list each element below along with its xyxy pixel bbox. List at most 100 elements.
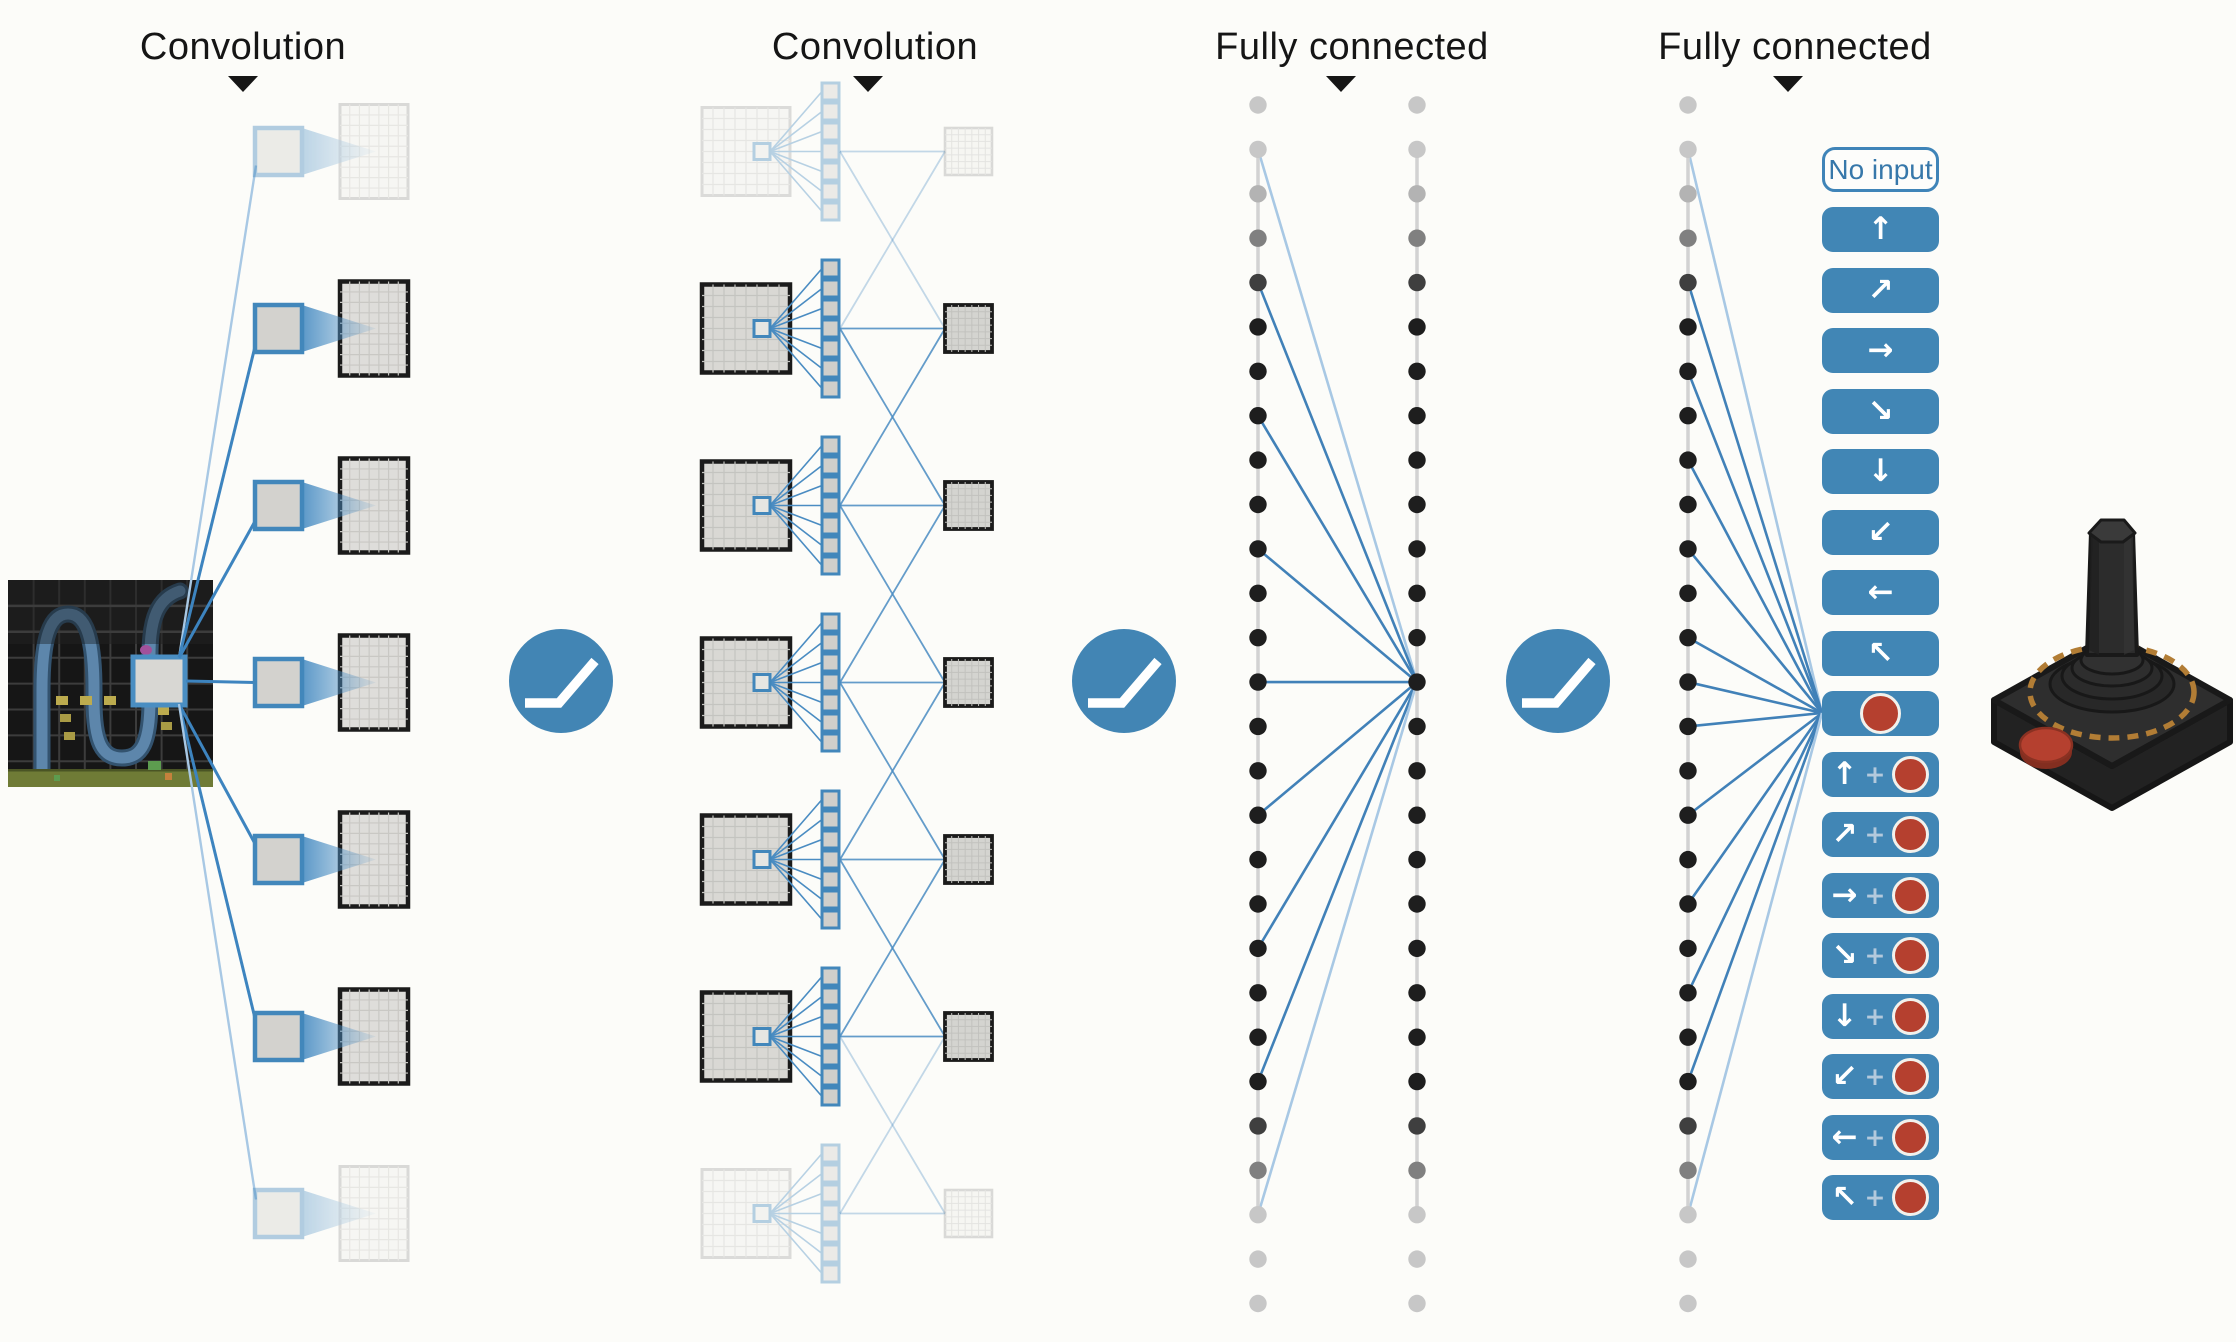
conv2-stack-square (820, 829, 841, 850)
conv2-kernel (752, 1204, 772, 1223)
action-button-down-right[interactable]: ↘ (1822, 389, 1939, 434)
road (36, 585, 186, 784)
action-button-right-fire[interactable]: →+ (1822, 873, 1939, 918)
fc-unit-dot (1249, 96, 1267, 114)
conv2-feature-map-row (699, 258, 841, 399)
conv2-stack-square (820, 809, 841, 830)
conv2-stack-square (820, 986, 841, 1007)
conv2-stack-square (820, 966, 841, 987)
fc-unit-dot (1679, 939, 1697, 958)
conv2-stack-square (820, 358, 841, 379)
conv3-layer (943, 126, 994, 1239)
action-button-up-right[interactable]: ↗ (1822, 268, 1939, 313)
action-button-up-left[interactable]: ↖ (1822, 631, 1939, 676)
action-button-up[interactable]: ↑ (1822, 207, 1939, 252)
action-button-down-left-fire[interactable]: ↙+ (1822, 1054, 1939, 1099)
conv2-stack-square (820, 318, 841, 339)
conv2-stack-square (820, 298, 841, 319)
conv2-stack-square (820, 1203, 841, 1224)
fc-unit-dot (1249, 1250, 1267, 1268)
plus-sign: + (1864, 760, 1886, 789)
fc-unit-dot (1408, 1206, 1426, 1224)
relu-activation-icon (1506, 629, 1610, 733)
action-button-right[interactable]: → (1822, 328, 1939, 373)
fc-unit-dot (1679, 1072, 1697, 1091)
fully-connected-layers (1249, 96, 1824, 1313)
fc-unit-dot (1679, 318, 1697, 336)
fc-unit-dot (1249, 762, 1267, 780)
conv1-kernel (252, 656, 305, 709)
fc-unit-dot (1679, 273, 1697, 292)
fc-unit-dot (1249, 1206, 1267, 1224)
conv2-feature-map-row (700, 1143, 841, 1284)
fire-button-icon (1892, 1058, 1930, 1095)
fc-unit-dot (1249, 717, 1267, 736)
conv2-stack-square (820, 515, 841, 536)
conv1-kernel (252, 302, 305, 355)
conv1-feature-map-row (252, 633, 411, 732)
fc-unit-dot (1249, 273, 1267, 292)
conv2-stack-square (820, 672, 841, 693)
conv2-to-conv3-connections (839, 150, 946, 1215)
fc-unit-dot (1679, 895, 1697, 913)
fire-button-icon (1892, 937, 1930, 974)
action-button-up-right-fire[interactable]: ↗+ (1822, 812, 1939, 857)
conv2-stack-square (820, 535, 841, 556)
triangle-down-icon (1773, 76, 1803, 92)
action-button-fire[interactable] (1822, 691, 1939, 736)
fc-unit-dot (1249, 140, 1267, 159)
fc-unit-dot (1679, 362, 1697, 381)
fc-unit-dot (1249, 495, 1267, 514)
fc-unit-dot (1408, 673, 1426, 691)
conv2-kernel (752, 496, 772, 515)
up-fire-arrow-icon: ↑ (1831, 756, 1858, 792)
up-left-arrow-icon: ↖ (1867, 635, 1894, 671)
action-button-left-fire[interactable]: ←+ (1822, 1115, 1939, 1160)
plus-sign: + (1864, 881, 1886, 910)
left-arrow-icon: ← (1867, 574, 1894, 610)
action-button-up-fire[interactable]: ↑+ (1822, 752, 1939, 797)
down-arrow-icon: ↓ (1867, 453, 1894, 489)
fc1-label: Fully connected (1215, 26, 1489, 68)
fc-unit-dot (1249, 407, 1267, 425)
conv1-kernel (252, 1010, 305, 1063)
action-button-down-fire[interactable]: ↓+ (1822, 994, 1939, 1039)
conv3-feature-map (943, 126, 994, 177)
fc-unit-column (1679, 96, 1697, 1313)
fc-unit-dot (1249, 806, 1267, 824)
no-input-button[interactable]: No input (1822, 147, 1939, 192)
conv2-feature-map-row (699, 789, 841, 930)
conv2-stack-square (820, 101, 841, 122)
conv2-stack-square (820, 278, 841, 299)
conv2-stack-square (820, 1183, 841, 1204)
conv1-feature-map-row (252, 456, 411, 555)
conv2-stack-square (820, 652, 841, 673)
fc-unit-dot (1249, 540, 1267, 558)
conv2-stack-square (820, 789, 841, 810)
up-right-arrow-icon: ↗ (1867, 272, 1894, 308)
conv2-kernel (752, 319, 772, 338)
action-button-left[interactable]: ← (1822, 570, 1939, 615)
conv2-stack-square (820, 475, 841, 496)
fc-unit-dot (1408, 984, 1426, 1002)
conv2-feature-map-row (699, 966, 841, 1107)
triangle-down-icon (1326, 76, 1356, 92)
fc-unit-dot (1679, 1161, 1697, 1180)
relu-activation-icon (509, 629, 613, 733)
conv2-stack-square (820, 1086, 841, 1107)
conv1-feature-map-row (252, 1165, 410, 1262)
relu-activation-icon (1072, 629, 1176, 733)
conv3-feature-map (943, 1011, 994, 1062)
game-screen-icon (8, 580, 213, 787)
action-button-down-right-fire[interactable]: ↘+ (1822, 933, 1939, 978)
fc-unit-dot (1679, 1028, 1697, 1046)
fc-unit-dot (1408, 362, 1426, 381)
action-button-up-left-fire[interactable]: ↖+ (1822, 1175, 1939, 1220)
fc-unit-dot (1249, 1072, 1267, 1091)
conv1-feature-map-row (252, 103, 410, 200)
action-button-down[interactable]: ↓ (1822, 449, 1939, 494)
fc-unit-dot (1408, 1161, 1426, 1180)
fc-unit-dot (1408, 895, 1426, 913)
action-button-down-left[interactable]: ↙ (1822, 510, 1939, 555)
